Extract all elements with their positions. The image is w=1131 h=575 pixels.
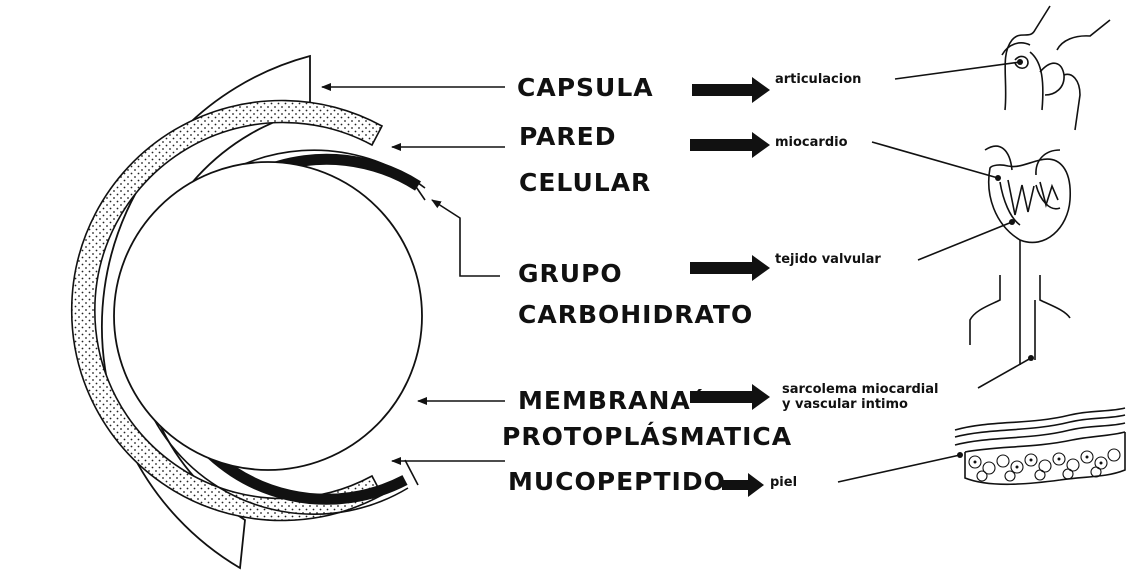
tissue-miocardio: miocardio (775, 135, 848, 150)
skin-illustration (955, 408, 1125, 484)
label-carbohidrato: CARBOHIDRATO (518, 300, 753, 329)
label-mucopeptido: MUCOPEPTIDO (508, 467, 726, 496)
band-end-cap (405, 460, 418, 485)
heart-illustration (970, 146, 1070, 365)
arrow-carbohidrato (690, 255, 770, 281)
tissue-vascular: y vascular intimo (782, 397, 908, 412)
label-grupo: GRUPO (518, 259, 623, 288)
tissue-sarcolema: sarcolema miocardial (782, 382, 939, 397)
carbohydrate-pointer (432, 200, 500, 276)
arrow-mucopeptido (722, 473, 764, 497)
arrow-pared (690, 132, 770, 158)
label-capsula: CAPSULA (517, 73, 654, 102)
arrow-capsula (692, 77, 770, 103)
cell-wall-layers (72, 56, 425, 568)
protoplasmic-membrane (114, 162, 422, 470)
label-protoplasmatica: PROTOPLÁSMATICA (502, 422, 792, 451)
joint-illustration (1002, 6, 1110, 130)
tissue-valvular: tejido valvular (775, 252, 881, 267)
label-pared: PARED (519, 122, 616, 151)
anatomy-leaders (838, 59, 1034, 482)
tissue-articulacion: articulacion (775, 72, 861, 87)
tissue-piel: piel (770, 475, 797, 490)
label-celular: CELULAR (519, 168, 651, 197)
label-membrana: MEMBRANA´ (518, 386, 704, 415)
